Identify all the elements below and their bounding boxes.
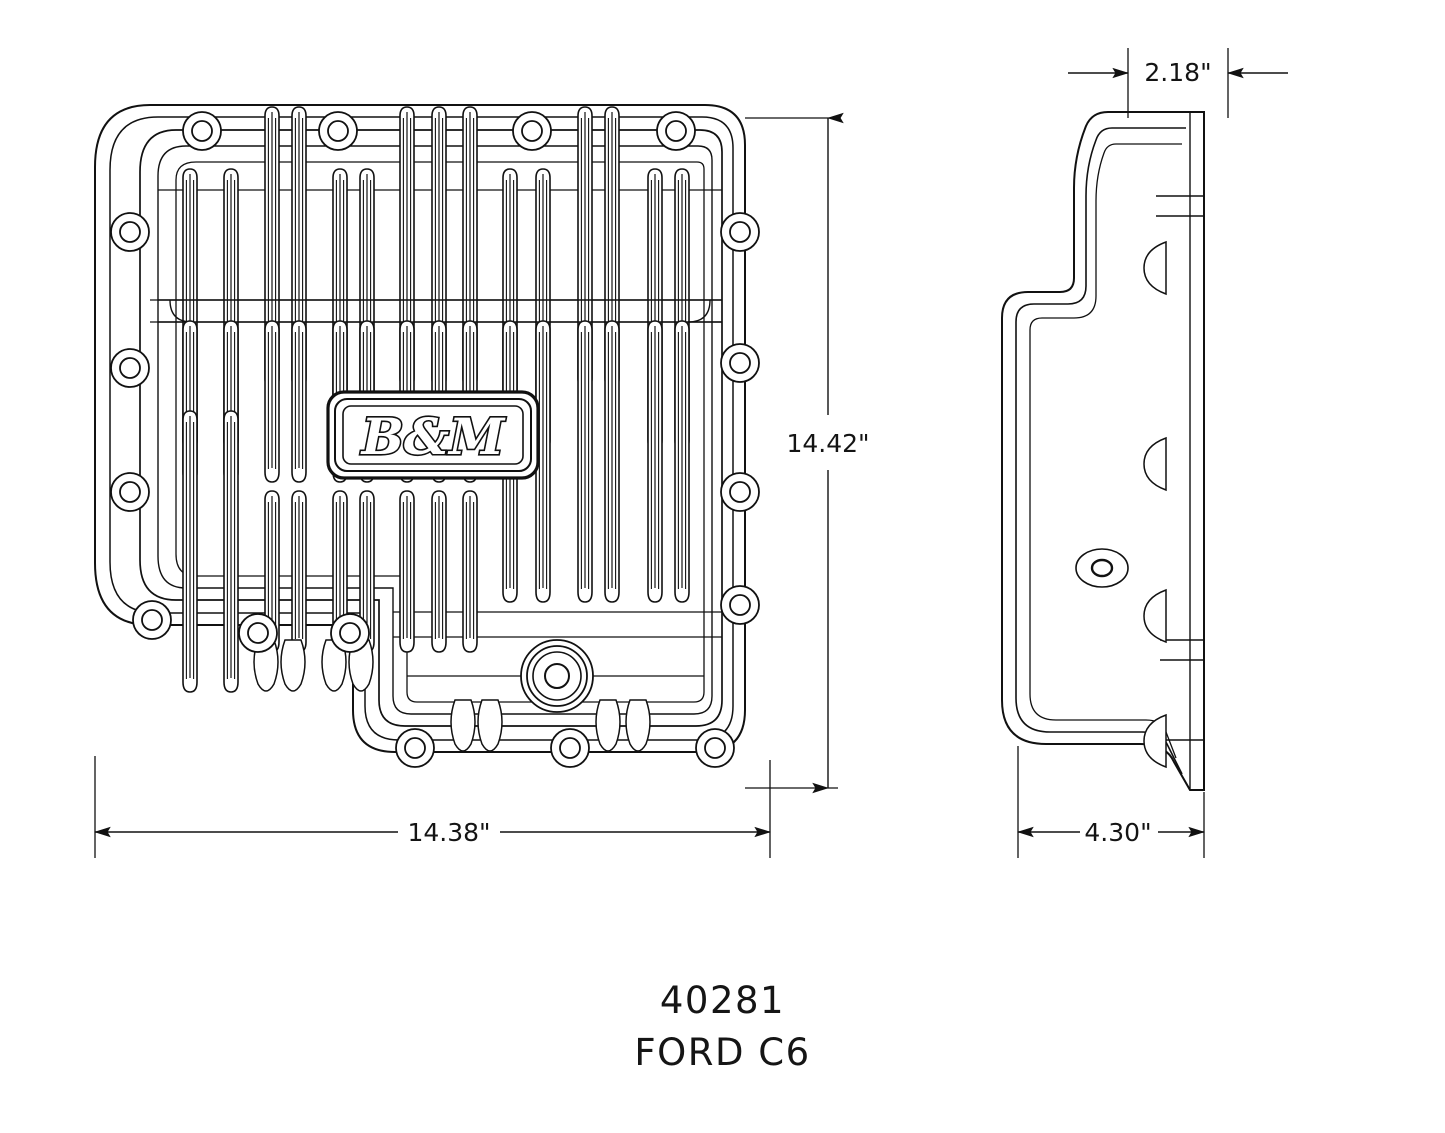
bolt-hole xyxy=(720,585,760,625)
caption-block: 40281 FORD C6 xyxy=(0,975,1445,1079)
pan-body-wall xyxy=(139,129,723,727)
bolt-hole xyxy=(110,212,150,252)
part-number: 40281 xyxy=(659,979,786,1022)
pan-floor-boundary xyxy=(175,161,705,703)
bolt-hole xyxy=(182,111,222,151)
bolt-hole xyxy=(720,343,760,383)
bolt-hole xyxy=(512,111,552,151)
dimension-height-label: 14.42" xyxy=(786,429,869,458)
dimension-depth: 4.30" xyxy=(1016,746,1206,858)
side-fin-tips xyxy=(1143,240,1167,769)
dimension-depth-label: 4.30" xyxy=(1084,818,1151,847)
bm-logo-badge: B&M xyxy=(326,390,540,480)
dimension-flange-lip-label: 2.18" xyxy=(1144,58,1211,87)
fin-bank-under-logo xyxy=(264,490,478,653)
fin-tails xyxy=(253,639,651,752)
bolt-hole xyxy=(550,728,590,768)
bolt-hole xyxy=(720,212,760,252)
dimension-width-label: 14.38" xyxy=(407,818,490,847)
bolt-hole xyxy=(695,728,735,768)
bolt-hole xyxy=(318,111,358,151)
drain-plug-boss xyxy=(520,639,594,713)
bolt-holes xyxy=(110,111,760,768)
bolt-hole xyxy=(110,348,150,388)
dimension-flange-lip: 2.18" xyxy=(1068,48,1288,118)
bolt-hole xyxy=(132,600,172,640)
side-view xyxy=(1001,111,1205,791)
part-application: FORD C6 xyxy=(634,1031,811,1074)
bolt-hole xyxy=(110,472,150,512)
bolt-hole xyxy=(238,613,278,653)
bm-logo-text: B&M xyxy=(360,407,506,466)
bolt-hole xyxy=(395,728,435,768)
drain-plug-boss-side xyxy=(1075,548,1129,588)
plan-view: B&M xyxy=(94,104,760,768)
bolt-hole xyxy=(720,472,760,512)
dimension-height: 14.42" xyxy=(745,112,870,794)
bolt-hole xyxy=(330,613,370,653)
dimension-width: 14.38" xyxy=(93,756,772,858)
bolt-hole xyxy=(656,111,696,151)
